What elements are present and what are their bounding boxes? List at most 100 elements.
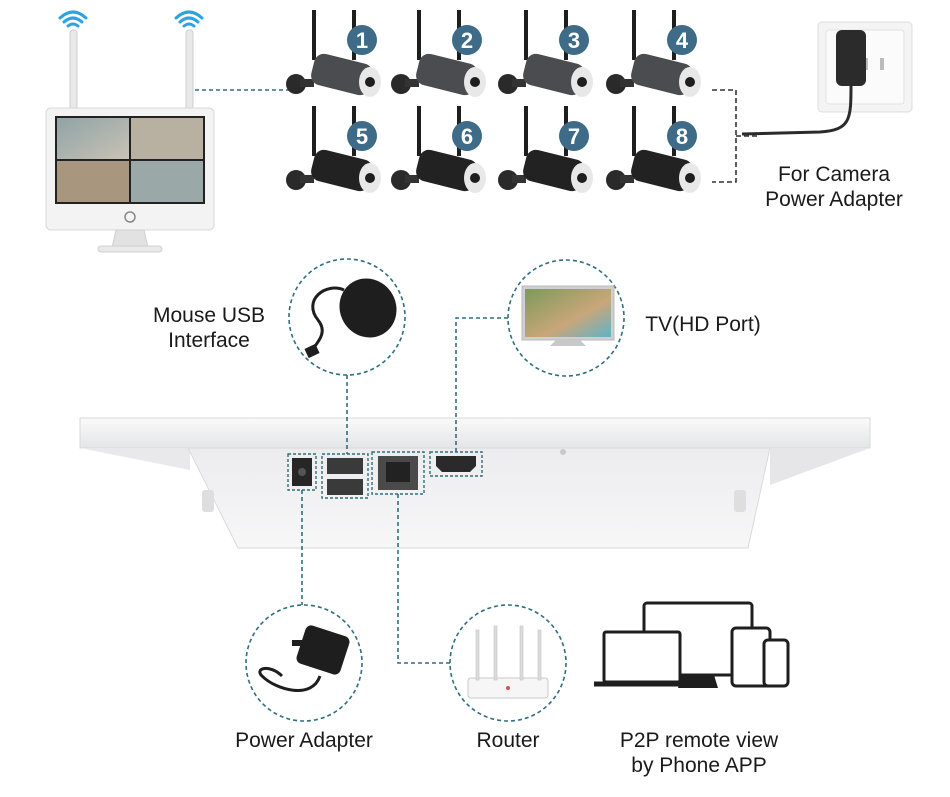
camera-antenna xyxy=(417,10,421,60)
nvr-back xyxy=(187,447,771,549)
plug-prong xyxy=(292,640,302,646)
camera-number: 5 xyxy=(356,124,368,149)
usb-plug-icon xyxy=(304,343,320,359)
camera-arm xyxy=(300,79,314,87)
router-lan-link xyxy=(397,494,450,664)
camera-antenna xyxy=(632,106,636,156)
monitor-stand-base xyxy=(97,245,163,253)
camera-arm xyxy=(512,175,526,183)
nvr-foot xyxy=(202,490,214,512)
nvr-top-edge xyxy=(79,417,871,449)
camera-antenna xyxy=(524,106,528,156)
p2p-label: P2P remote view by Phone APP xyxy=(596,728,802,778)
monitor-stand xyxy=(111,229,149,249)
camera-lens xyxy=(577,77,587,87)
camera-arm xyxy=(620,79,634,87)
power-adapter-icon xyxy=(296,625,350,675)
tv-screen xyxy=(525,289,611,337)
camera-number: 7 xyxy=(568,124,580,149)
camera-8: 8 xyxy=(606,106,701,193)
nvr-side-right xyxy=(770,448,870,485)
usb-port-highlight xyxy=(321,453,369,499)
camera-number-badge xyxy=(559,25,589,55)
dc-port-pin xyxy=(298,468,306,476)
camera-body xyxy=(631,149,693,192)
camera-body xyxy=(416,53,478,96)
camera-antenna xyxy=(312,10,316,60)
lan-port-socket xyxy=(386,462,410,482)
camera-number-badge xyxy=(452,25,482,55)
screw-icon xyxy=(560,449,566,455)
camera-antenna xyxy=(524,10,528,60)
camera-number-badge xyxy=(347,25,377,55)
camera-lens xyxy=(685,173,695,183)
mouse-label: Mouse USB Interface xyxy=(130,303,288,353)
router-antenna xyxy=(519,625,524,681)
camera-lens xyxy=(365,173,375,183)
mouse-icon xyxy=(339,278,397,338)
camera-number: 2 xyxy=(461,28,473,53)
router-peripheral xyxy=(449,604,567,722)
camera-grid: 1 2 3 4 5 6 7 8 xyxy=(286,10,701,193)
power-adapter-circle xyxy=(245,604,363,722)
nvr-foot xyxy=(734,490,746,512)
camera-2: 2 xyxy=(391,10,486,97)
camera-arm xyxy=(300,175,314,183)
power-button-icon xyxy=(124,211,136,223)
tv-hdmi-link xyxy=(455,317,508,452)
camera-arm xyxy=(405,79,419,87)
mouse-label-line: Mouse USB xyxy=(152,304,266,327)
camera-5: 5 xyxy=(286,106,381,193)
router-antenna xyxy=(493,625,498,681)
mouse-label-line: Interface xyxy=(168,329,250,352)
camera-number-badge xyxy=(452,121,482,151)
router-led xyxy=(506,686,510,690)
camera-body xyxy=(523,53,585,96)
camera-number: 6 xyxy=(461,124,473,149)
camera-lens xyxy=(685,77,695,87)
hdmi-port xyxy=(436,456,476,472)
power-adapter-icon xyxy=(836,30,866,86)
router-circle xyxy=(449,604,567,722)
adapter-cable xyxy=(258,667,322,692)
tv-circle xyxy=(507,259,625,377)
camera-arm xyxy=(405,175,419,183)
camera-lens xyxy=(470,173,480,183)
antenna-left xyxy=(69,29,78,111)
monitor-view xyxy=(131,118,203,159)
power-cable xyxy=(741,85,853,136)
camera-lens xyxy=(470,77,480,87)
camera-lens xyxy=(365,77,375,87)
router-antenna xyxy=(537,629,542,681)
laptop-icon xyxy=(602,630,682,684)
router-label: Router xyxy=(476,729,540,752)
tv-peripheral xyxy=(507,259,625,377)
tv-stand xyxy=(550,340,586,346)
nvr-side-left xyxy=(80,448,190,470)
mouse-circle xyxy=(288,258,406,376)
tv-label: TV(HD Port) xyxy=(645,313,761,336)
p2p-devices xyxy=(594,601,790,688)
antenna-right xyxy=(185,29,194,111)
camera-body xyxy=(523,149,585,192)
router-antenna xyxy=(475,629,480,681)
camera-antenna xyxy=(632,10,636,60)
monitor-nvr xyxy=(45,10,215,253)
mouse-peripheral xyxy=(288,258,406,376)
camera-antenna xyxy=(417,106,421,156)
nvr-back-panel xyxy=(79,417,871,549)
camera-arm xyxy=(620,175,634,183)
camera-number-badge xyxy=(347,121,377,151)
camera-3: 3 xyxy=(498,10,593,97)
camera-number: 4 xyxy=(676,28,689,53)
wifi-icon xyxy=(174,10,204,28)
camera-power-label: For Camera Power Adapter xyxy=(754,162,914,212)
phone-icon xyxy=(762,638,790,688)
camera-7: 7 xyxy=(498,106,593,193)
camera-number: 3 xyxy=(568,28,580,53)
camera-power-link xyxy=(712,89,737,183)
camera-number-badge xyxy=(667,121,697,151)
camera-number: 1 xyxy=(356,28,368,53)
camera-6: 6 xyxy=(391,106,486,193)
